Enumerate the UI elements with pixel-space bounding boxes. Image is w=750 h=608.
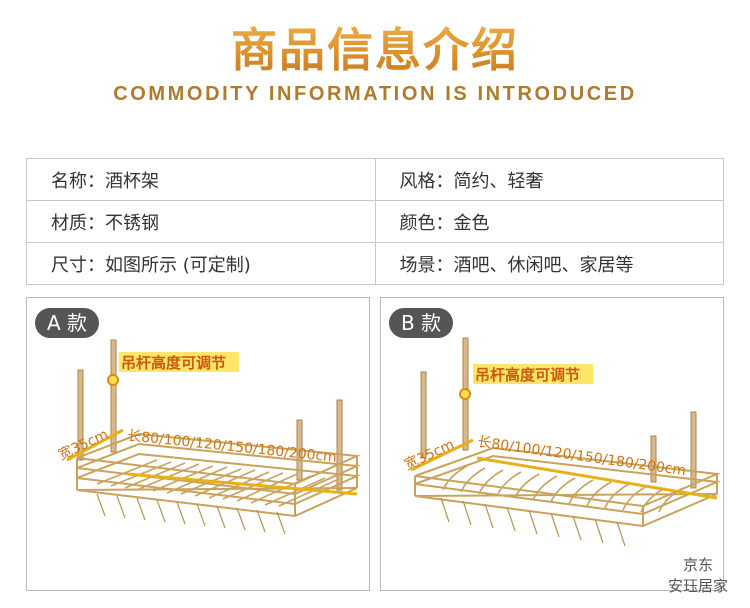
rack-illustration-b: 吊杆高度可调节 长80/100/120/150/180/200cm 宽35cm [402,337,721,547]
product-panel-b: 吊杆高度可调节 长80/100/120/150/180/200cm 宽35cm … [380,297,724,591]
spec-size: 尺寸：如图所示 (可定制) [26,242,376,285]
spec-scene: 场景：酒吧、休闲吧、家居等 [374,242,724,285]
page-subtitle: COMMODITY INFORMATION IS INTRODUCED [113,83,637,105]
spec-style: 风格：简约、轻奢 [374,158,724,201]
spec-name: 名称：酒杯架 [26,158,376,201]
spec-material: 材质：不锈钢 [26,200,376,243]
spec-color: 颜色：金色 [374,200,724,243]
rack-illustration-a: 吊杆高度可调节 长80/100/120/150/180/200cm 宽35cm [56,339,361,535]
table-row: 材质：不锈钢 颜色：金色 [26,200,724,243]
width-label-b: 宽35cm [402,436,457,474]
product-panel-a: 吊杆高度可调节 长80/100/120/150/180/200cm 宽35cm … [26,297,370,591]
height-label-a: 吊杆高度可调节 [121,354,226,372]
panel-badge-b: B 款 [389,308,454,338]
spec-table: 名称：酒杯架 风格：简约、轻奢 材质：不锈钢 颜色：金色 尺寸：如图所示 (可定… [26,158,724,285]
page-title: 商品信息介绍 [0,14,750,80]
watermark-line2: 安珏居家 [667,577,728,595]
height-label-b: 吊杆高度可调节 [475,366,580,384]
table-row: 名称：酒杯架 风格：简约、轻奢 [26,158,724,201]
length-label-a: 长80/100/120/150/180/200cm [127,428,338,466]
table-row: 尺寸：如图所示 (可定制) 场景：酒吧、休闲吧、家居等 [26,242,724,285]
panel-badge-a: A 款 [35,308,100,338]
watermark-line1: 京东 [682,556,713,574]
